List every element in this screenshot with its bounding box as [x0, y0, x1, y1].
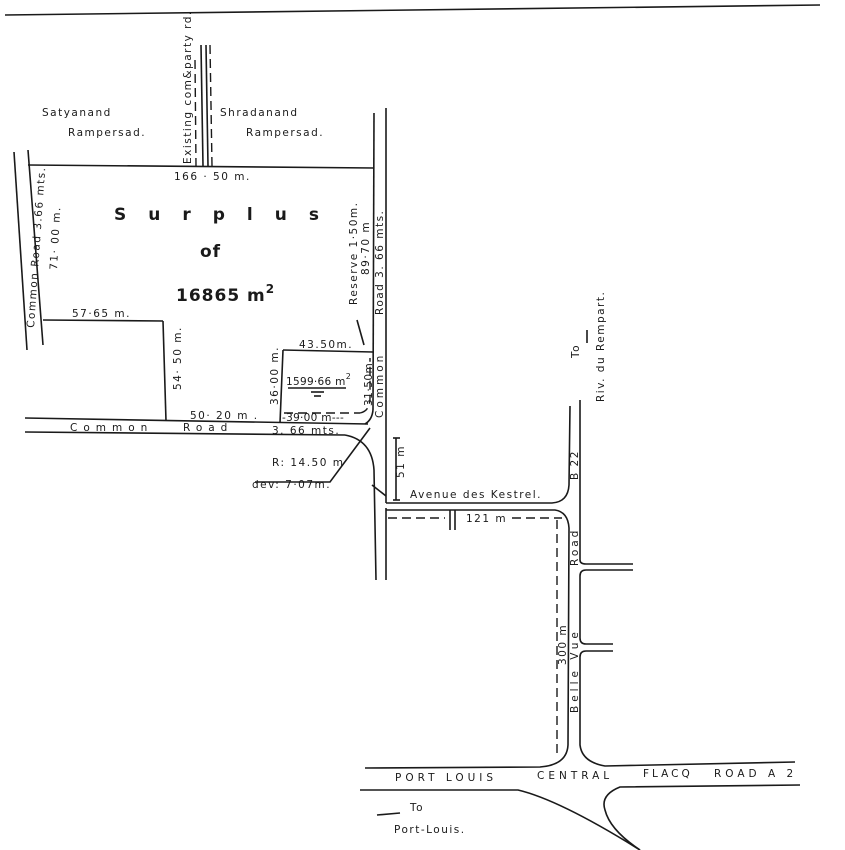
- dim-avenue-gap: 51 m: [395, 445, 407, 478]
- owner-left-first: Satyanand: [42, 107, 112, 119]
- left-common-road-label: Common Road 3.66 mts.: [25, 166, 48, 328]
- surplus-of: of: [200, 242, 221, 262]
- central-road-label-2: CENTRAL: [537, 770, 613, 782]
- avenue-label: Avenue des Kestrel.: [410, 489, 542, 501]
- belle-vue-label: Belle Vue: [569, 628, 581, 713]
- dev-label: dev: 7·07m.: [252, 479, 331, 491]
- right-common-road: [364, 108, 387, 580]
- central-flacq-road: [360, 784, 801, 850]
- central-road-label-4: ROAD A 2: [714, 768, 797, 780]
- surplus-area: 16865 m2: [176, 282, 275, 306]
- belle-vue-road-label: Road: [569, 528, 581, 566]
- dim-parcel-top: 43.50m.: [299, 339, 353, 351]
- owner-left-last: Rampersad.: [68, 127, 146, 139]
- bottom-road-label-2: Road: [183, 422, 233, 434]
- top-border: [4, 4, 821, 16]
- dim-parcel-left: 36·00 m.: [269, 346, 281, 405]
- bottom-common-road: [24, 417, 377, 581]
- dim-notch-top: 57·65 m.: [72, 308, 131, 320]
- dim-top: 166 · 50 m.: [174, 171, 251, 183]
- small-parcel-area: 1599·66 m2: [286, 372, 351, 388]
- right-road-label: Road 3. 66 mts.: [374, 210, 386, 315]
- avenue-des-kestrel: [364, 405, 571, 769]
- to-pl-arrow-icon: [376, 812, 401, 816]
- dim-bottom: 50· 20 m .: [190, 410, 259, 422]
- owner-right-first: Shradanand: [220, 107, 299, 119]
- radius-label: R: 14.50 m: [272, 457, 344, 469]
- central-road-label-1: PORT LOUIS: [395, 772, 497, 784]
- to-pl-to: To: [409, 802, 424, 814]
- reserve-arrow: [356, 319, 365, 346]
- surplus-parcel: [27, 164, 375, 422]
- to-riv-to: To: [570, 344, 582, 359]
- surplus-title: Surplus: [114, 205, 341, 225]
- company-road: [194, 44, 213, 167]
- belle-vue-road: [579, 400, 796, 767]
- dim-right: 89·70 m: [360, 221, 372, 275]
- to-pl-label: Port-Louis.: [394, 824, 466, 836]
- owner-right-last: Rampersad.: [246, 127, 324, 139]
- dim-parcel-bottom: -39·00 m---: [282, 412, 344, 424]
- dim-left: 71· 00 m.: [48, 206, 63, 270]
- b22-label: B 22: [569, 450, 581, 480]
- central-road-label-3: FLACQ: [643, 768, 693, 780]
- bottom-road-label-3: 3. 66 mts.: [272, 425, 340, 437]
- dim-belle-vue-length: 300 m: [557, 624, 569, 665]
- reserve-label: Reserve 1·50m.: [348, 202, 360, 306]
- to-riv-label: Riv. du Rempart.: [595, 291, 607, 402]
- company-road-label: Existing com&party rd.: [182, 10, 194, 164]
- small-parcel: [279, 349, 374, 424]
- dim-parcel-right: 31·50m: [363, 363, 375, 406]
- left-common-road: [13, 149, 44, 351]
- right-road-label-lower: Common: [374, 353, 386, 418]
- dim-avenue-length: 121 m: [466, 513, 507, 525]
- dim-notch-side: 54· 50 m.: [172, 326, 184, 390]
- bottom-road-label-1: Common: [70, 422, 153, 434]
- radius-leader: [255, 427, 371, 483]
